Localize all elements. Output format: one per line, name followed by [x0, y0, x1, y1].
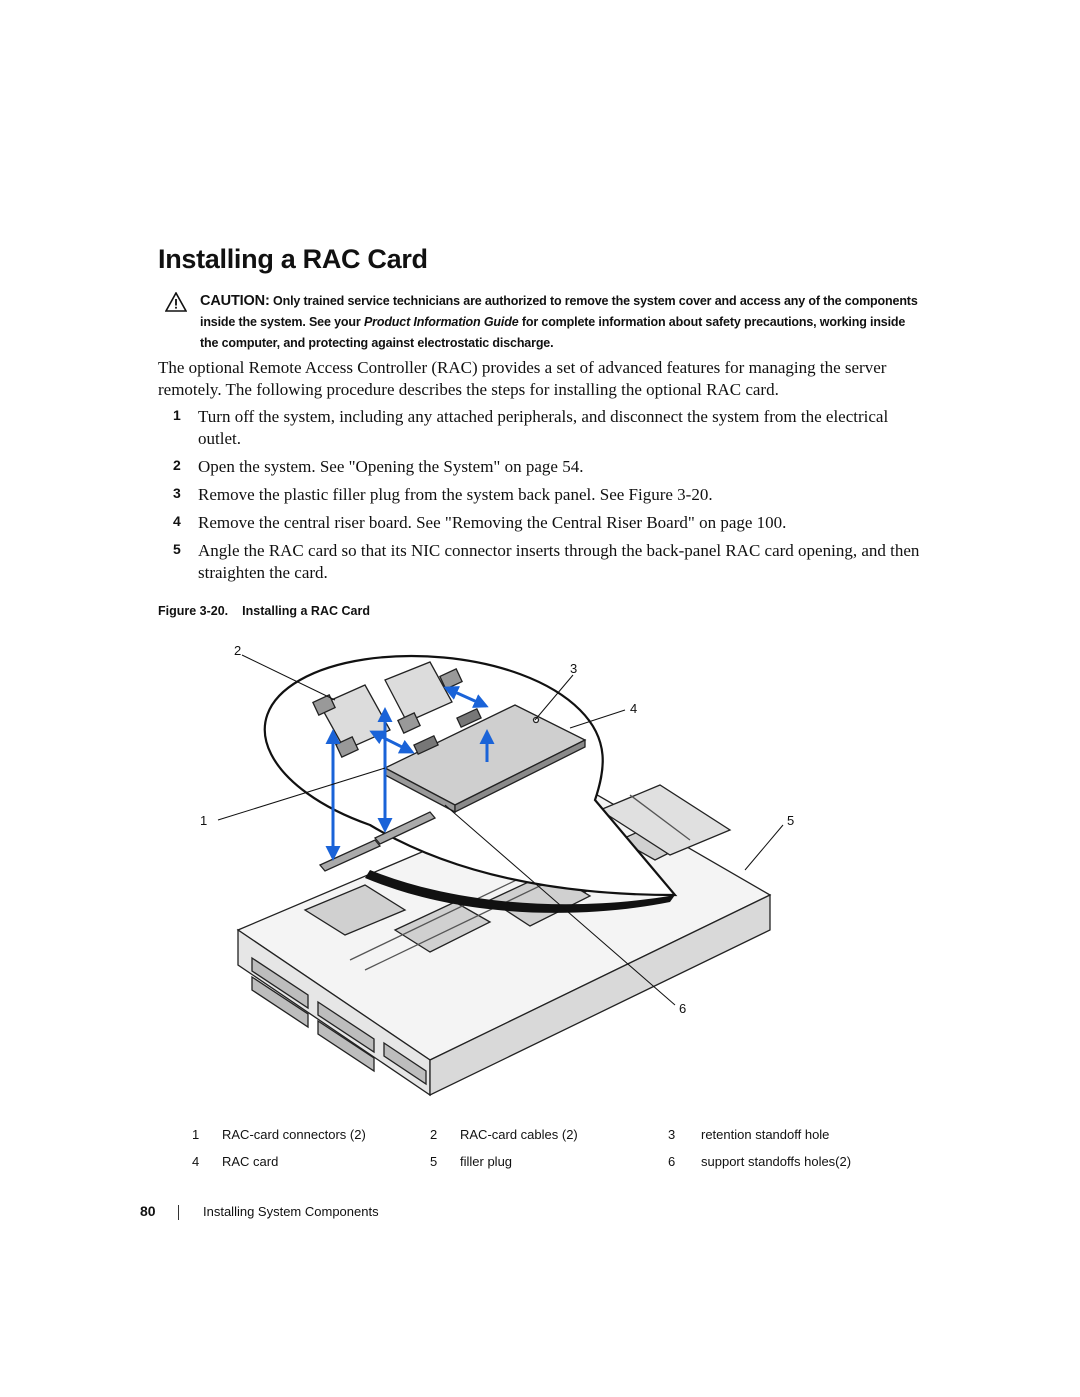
step-text: Turn off the system, including any attac… [198, 407, 889, 448]
section-name: Installing System Components [203, 1204, 379, 1219]
step-number: 4 [173, 513, 181, 529]
step-text: Open the system. See "Opening the System… [198, 457, 584, 476]
callout-1: 1 [200, 813, 207, 828]
legend-num: 1 [192, 1127, 200, 1142]
legend-num: 3 [668, 1127, 676, 1142]
legend-label: filler plug [460, 1154, 513, 1169]
step-text: Angle the RAC card so that its NIC conne… [198, 541, 920, 582]
figure-title: Installing a RAC Card [242, 604, 370, 618]
step-number: 3 [173, 485, 181, 501]
page-title: Installing a RAC Card [158, 244, 428, 274]
figure-legend: 1 RAC-card connectors (2) 2 RAC-card cab… [180, 1124, 880, 1174]
legend-num: 2 [430, 1127, 438, 1142]
callout-6: 6 [679, 1001, 686, 1016]
caution-guide-name: Product Information Guide [363, 315, 519, 329]
warning-triangle-icon [165, 292, 187, 312]
callout-4: 4 [630, 701, 637, 716]
intro-paragraph: The optional Remote Access Controller (R… [158, 358, 887, 399]
caution-label: CAUTION: [200, 293, 270, 309]
legend-label: RAC card [222, 1154, 279, 1169]
figure-caption: Figure 3-20. Installing a RAC Card [158, 604, 370, 618]
footer-divider [178, 1205, 179, 1220]
callout-5: 5 [787, 813, 794, 828]
rac-card [383, 704, 587, 814]
caution-text: CAUTION: Only trained service technician… [200, 291, 925, 354]
step-number: 5 [173, 541, 181, 557]
rac-card-connectors [318, 811, 437, 872]
rac-card-installation-illustration: 1 2 3 4 5 6 [200, 643, 794, 1097]
legend-label: RAC-card connectors (2) [222, 1127, 366, 1142]
step-number: 2 [173, 457, 181, 473]
callout-3: 3 [570, 661, 577, 676]
caution-body-1: Only trained service technicians are aut… [200, 294, 918, 329]
step-text: Remove the central riser board. See "Rem… [198, 513, 787, 532]
page-number: 80 [140, 1203, 156, 1219]
callout-2: 2 [234, 643, 241, 658]
legend-label: retention standoff hole [701, 1127, 830, 1142]
installation-arrows [325, 686, 495, 861]
step-text: Remove the plastic filler plug from the … [198, 485, 713, 504]
legend-label: support standoffs holes(2) [701, 1154, 852, 1169]
step-number: 1 [173, 407, 181, 423]
caution-body-2: for complete information about safety pr… [200, 315, 906, 350]
legend-label: RAC-card cables (2) [460, 1127, 578, 1142]
figure-number: Figure 3-20. [158, 604, 229, 618]
callout-leaders [217, 654, 784, 1006]
legend-num: 5 [430, 1154, 438, 1169]
legend-num: 4 [192, 1154, 200, 1169]
legend-num: 6 [668, 1154, 676, 1169]
drive-bays [251, 956, 427, 1086]
magnified-view-shadow [365, 870, 675, 913]
